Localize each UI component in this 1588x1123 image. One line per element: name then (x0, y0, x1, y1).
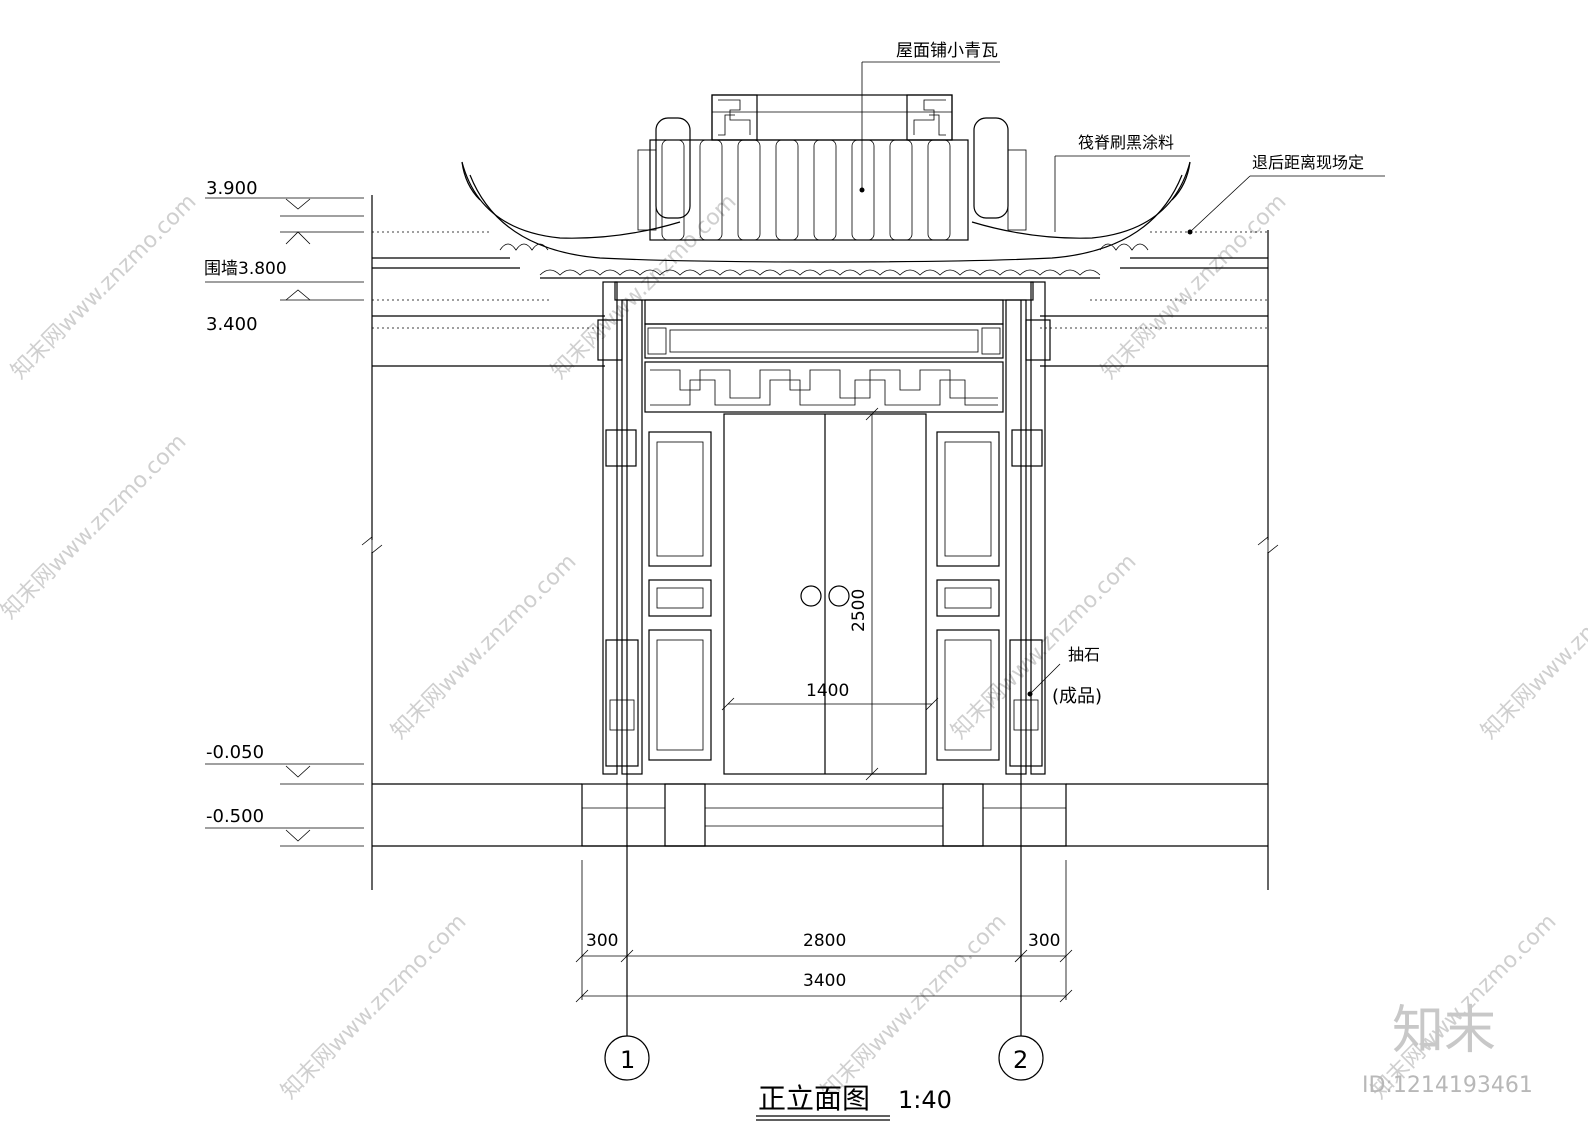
lintel (614, 281, 1034, 413)
annotation-setback: 退后距离现场定 (1252, 153, 1364, 172)
watermark-text: 知末网www.znzmo.com (947, 549, 1142, 744)
dimension-300-left: 300 (586, 931, 618, 951)
dimension-1400: 1400 (806, 681, 849, 701)
elevation-3900: 3.900 (206, 178, 258, 199)
elevation-markers (205, 197, 364, 847)
watermark-text: 知末网www.znzmo.com (387, 549, 582, 744)
watermark-text: 知末网www.znzmo.com (0, 429, 191, 624)
labels: 屋面铺小青瓦 筏脊刷黑涂料 退后距离现场定 抽石 (成品) 3.900 围墙3.… (204, 41, 1533, 1121)
watermark-id: ID:1214193461 (1362, 1073, 1533, 1098)
door (721, 407, 939, 781)
dimension-2500: 2500 (849, 589, 869, 632)
dimension-2800: 2800 (803, 931, 846, 951)
axis-label-2: 2 (1013, 1046, 1028, 1074)
side-panels (648, 431, 1000, 761)
annotation-ridge-paint: 筏脊刷黑涂料 (1078, 133, 1174, 152)
axis-bubble-2 (998, 1035, 1044, 1081)
watermark-text: 知末网www.znzmo.com (1097, 189, 1292, 384)
columns (597, 281, 1051, 775)
leaders (859, 61, 1385, 697)
roof (461, 94, 1191, 279)
base-steps (581, 783, 1067, 847)
watermark-text: 知末网www.znzmo.com (7, 189, 202, 384)
elevation-wall-3800: 围墙3.800 (204, 259, 287, 279)
dimension-lines (575, 300, 1073, 1081)
drawing-title: 正立面图 (758, 1082, 870, 1115)
elevation-3400: 3.400 (206, 314, 258, 335)
watermark-logo: 知末 (1392, 1001, 1496, 1061)
dimension-3400: 3400 (803, 971, 846, 991)
elevation-minus-0500: -0.500 (206, 806, 264, 827)
axis-label-1: 1 (620, 1046, 635, 1074)
watermark-text: 知末网www.znzmo.com (547, 189, 742, 384)
wall-lines (361, 195, 1279, 890)
annotation-stone: 抽石 (1068, 645, 1100, 664)
door-knocker (828, 585, 850, 607)
door-knocker (800, 585, 822, 607)
annotation-stone-note: (成品) (1052, 686, 1102, 707)
elevation-minus-0050: -0.050 (206, 742, 264, 763)
watermark-text: 知末网www.znzmo.com (277, 909, 472, 1104)
dimension-300-right: 300 (1028, 931, 1060, 951)
watermark-text: 知末网www.znzmo.com (1477, 549, 1588, 744)
axis-bubble-1 (604, 1035, 650, 1081)
annotation-roof-tiles: 屋面铺小青瓦 (896, 41, 998, 61)
drawing-scale: 1:40 (898, 1086, 952, 1114)
